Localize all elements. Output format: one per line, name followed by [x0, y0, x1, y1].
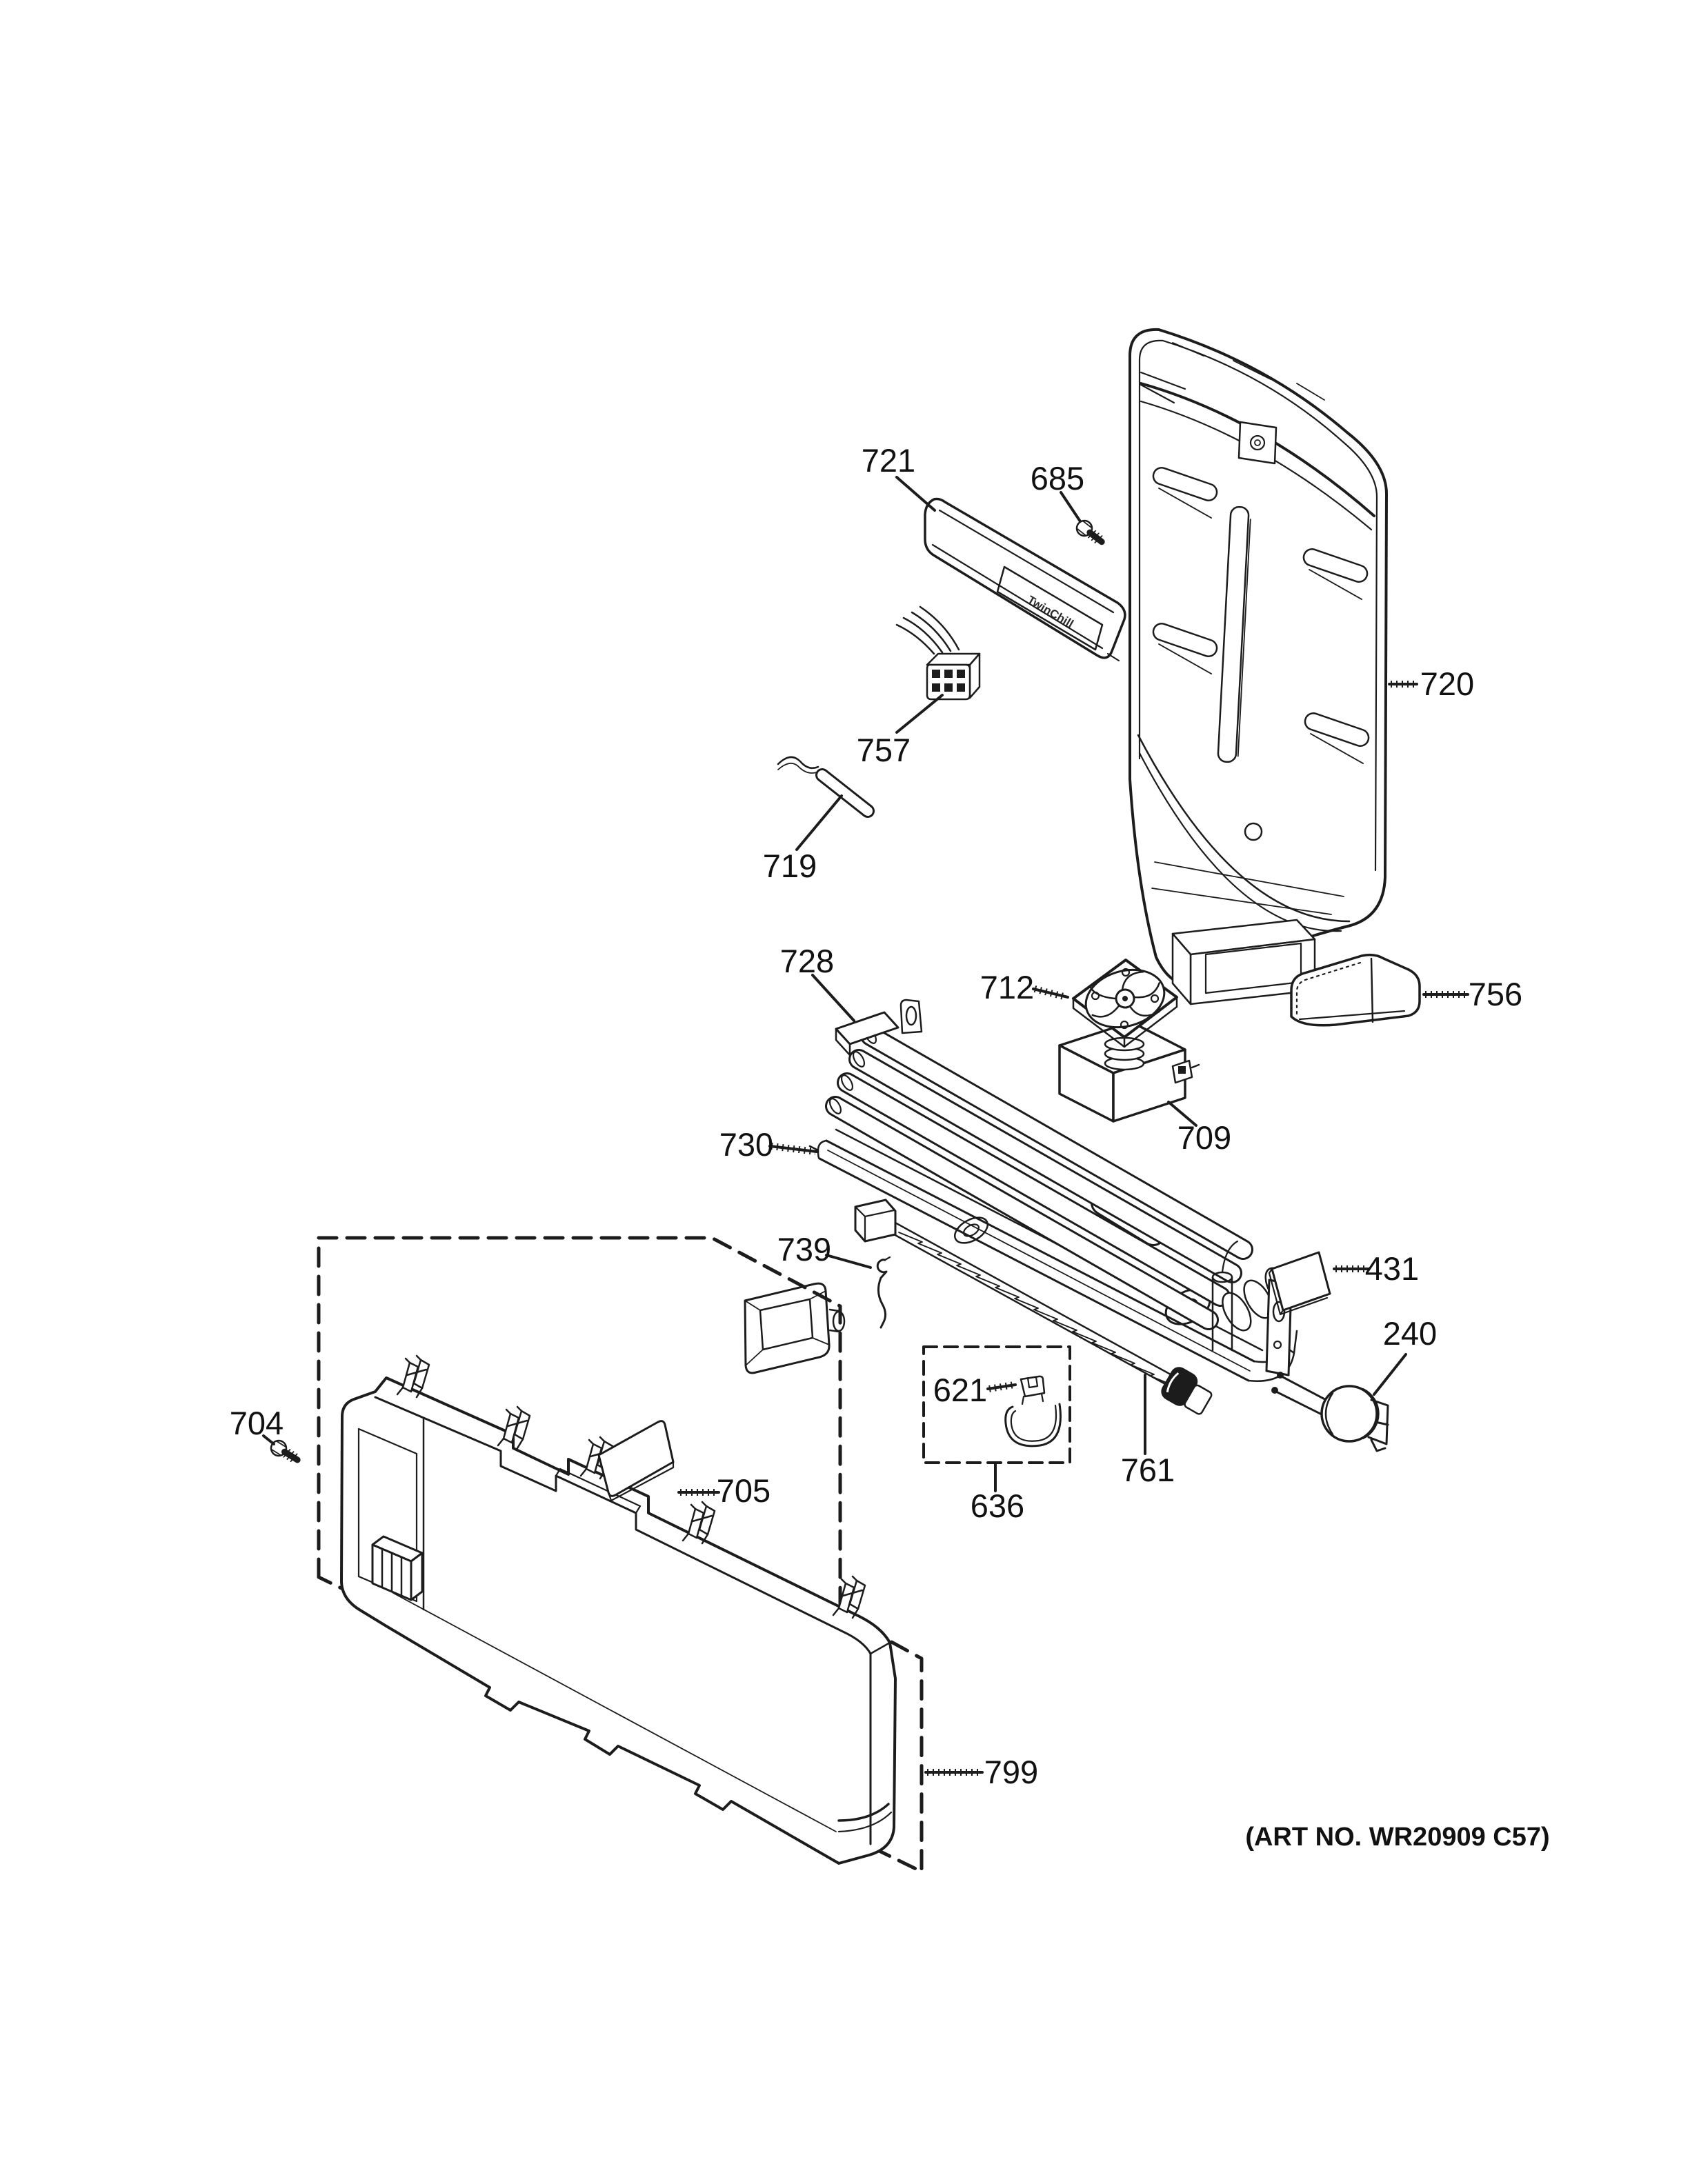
part-label-721: 721	[862, 442, 915, 479]
assembly-boundary-dashed-799	[317, 1236, 924, 1874]
insulation-plate-705	[597, 1420, 675, 1502]
evaporator-cover-799	[340, 1354, 897, 1865]
part-label-756: 756	[1469, 976, 1522, 1012]
part-label-757: 757	[857, 732, 911, 768]
screw-685	[1075, 519, 1105, 545]
part-label-712: 712	[980, 969, 1034, 1005]
art-number-text: (ART NO. WR20909 C57)	[1245, 1823, 1549, 1852]
part-label-704: 704	[230, 1405, 284, 1441]
part-label-431: 431	[1365, 1250, 1419, 1287]
leader-lines	[262, 476, 1469, 1776]
defrost-heater-761	[854, 1199, 1213, 1415]
fan-cover-756	[1290, 953, 1421, 1027]
part-label-621: 621	[933, 1372, 987, 1408]
part-label-730: 730	[719, 1126, 773, 1163]
drain-tube-719	[777, 756, 875, 818]
defrost-thermostat-240	[1271, 1372, 1389, 1452]
part-label-761: 761	[1121, 1452, 1175, 1488]
part-label-705: 705	[717, 1472, 771, 1509]
part-label-685: 685	[1031, 460, 1084, 497]
evaporator-coil-tubes	[825, 1025, 1295, 1376]
fan-motor-709	[1058, 1021, 1200, 1123]
part-label-799: 799	[984, 1754, 1038, 1790]
part-label-720: 720	[1420, 665, 1474, 702]
trim-panel-721: TwinChill	[924, 497, 1126, 662]
part-label-719: 719	[763, 848, 817, 884]
clip-kit-621	[1004, 1375, 1062, 1447]
part-label-709: 709	[1177, 1119, 1231, 1156]
part-label-739: 739	[777, 1231, 831, 1268]
evaporator-bracket-728	[835, 999, 923, 1056]
evaporator-fan-712	[1072, 959, 1178, 1048]
wire-hook-739	[876, 1256, 891, 1329]
part-label-240: 240	[1383, 1315, 1437, 1352]
evaporator-back-panel-720	[1129, 328, 1388, 1005]
part-label-728: 728	[780, 943, 834, 979]
wire-harness-connector-757	[895, 605, 981, 701]
insulation-plate-431	[1268, 1251, 1331, 1316]
part-label-636: 636	[971, 1487, 1024, 1524]
duct-frame-bezel	[744, 1282, 846, 1374]
